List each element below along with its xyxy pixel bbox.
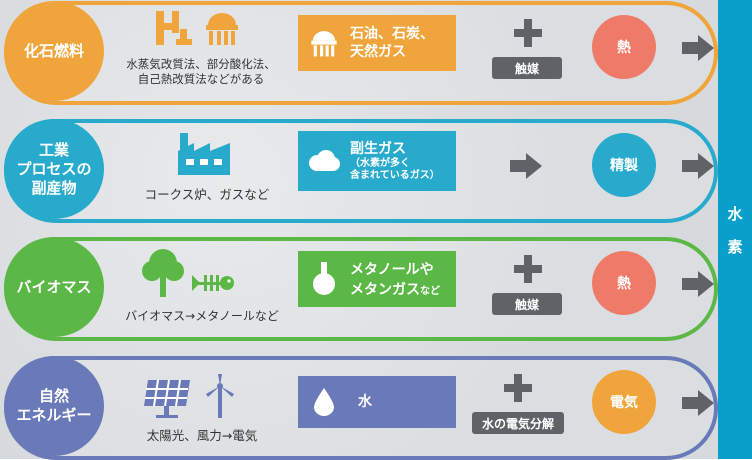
arrow-right-icon [682,35,714,61]
catalyst-label: 触媒 [492,293,562,315]
wind-turbine-icon [206,374,234,418]
product-label: 水 [358,394,372,410]
source-icons [142,247,234,297]
refining-circle: 精製 [592,133,656,197]
category-circle: 自然 エネルギー [4,356,104,456]
heat-circle: 熱 [592,15,656,79]
fish-bone-icon [192,275,234,291]
pipes-icon [156,11,192,45]
catalyst-plus: 触媒 [492,249,562,317]
hydrogen-label-1: 水 [727,204,743,223]
source-icons [140,374,238,418]
product-box: 副生ガス （水素が多く 含まれているガス） [298,131,456,191]
method-description: 太陽光、風力→電気 [146,428,258,443]
factory-icon [178,133,230,175]
category-circle: 工業 プロセスの 副産物 [4,119,104,219]
catalyst-plus: 触媒 [492,13,562,81]
electrolysis-plus: 水の電気分解 [472,368,564,436]
category-circle: 化石燃料 [4,1,104,101]
tree-icon [142,249,184,297]
electrolysis-label: 水の電気分解 [472,412,564,434]
solar-panel-icon [144,379,190,418]
water-drop-icon [298,388,350,416]
product-sublabel: （水素が多く 含まれているガス） [350,158,440,181]
electricity-circle: 電気 [592,370,656,434]
product-box: 石油、石炭、 天然ガス [298,15,456,71]
source-icons [176,133,232,175]
cloud-icon [298,149,350,173]
arrow-right-icon [682,390,714,416]
row-renewable-energy: 自然 エネルギー 太陽光、風力→電気 [4,356,718,460]
source-icons [154,9,242,47]
category-circle: バイオマス [4,237,104,337]
oil-tank-icon [206,13,238,45]
product-label: 副生ガス [350,141,406,157]
method-description: コークス炉、ガスなど [144,187,270,202]
row-fossil-fuel: 化石燃料 水蒸気改質法、部分酸化法、 自己熱改質法などがある [4,1,718,105]
row-industrial-byproduct: 工業 プロセスの 副産物 コークス炉、ガスなど 副生ガス [4,119,718,223]
product-box: 水 [298,376,456,428]
catalyst-label: 触媒 [492,57,562,79]
heat-circle: 熱 [592,251,656,315]
product-label: メタノールや メタンガス [350,262,434,298]
oil-tank-icon [298,28,350,58]
method-description: バイオマス→メタノールなど [125,309,279,323]
row-biomass: バイオマス バイオマス→メタノールなど [4,237,718,341]
product-label: 石油、石炭、 天然ガス [350,26,434,60]
product-suffix: など [420,286,440,297]
arrow-right-icon [510,153,542,179]
arrow-right-icon [682,153,714,179]
hydrogen-label-2: 素 [727,237,743,256]
arrow-right-icon [682,271,714,297]
flask-icon [298,262,350,296]
hydrogen-bar: 水 素 [718,0,752,459]
method-description: 水蒸気改質法、部分酸化法、 自己熱改質法などがある [126,57,276,86]
product-box: メタノールや メタンガスなど [298,251,456,307]
